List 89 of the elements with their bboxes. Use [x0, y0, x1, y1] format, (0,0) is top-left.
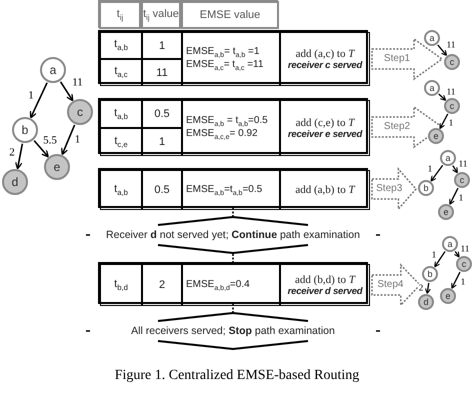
node-circle: e: [44, 154, 70, 180]
node-circle: a: [440, 150, 456, 166]
table-row-group: [98, 98, 368, 154]
table-cell: t$_{b,d}$: [100, 264, 142, 306]
arrow: [61, 124, 76, 156]
node-circle: a: [442, 236, 458, 252]
edge-label: 1: [448, 118, 454, 128]
table-cell: EMSE$_{a,b,d}$=0.4: [182, 264, 280, 306]
arrow: [449, 188, 459, 205]
node-circle: d: [418, 294, 434, 310]
table-cell: add (c,e) to T receiver e served: [280, 100, 370, 156]
node-circle: c: [454, 172, 470, 188]
step-arrow: [371, 167, 417, 211]
edge-label: 1: [458, 194, 464, 202]
table-cell: 11: [142, 59, 182, 86]
header-cell: EMSE value: [181, 1, 279, 29]
node-circle: c: [67, 99, 93, 125]
table-cell: EMSE$_{a,b}$=t$_{a,b}$=0.5: [182, 170, 280, 210]
edge-label: 1: [430, 250, 438, 260]
step-arrow: [371, 106, 444, 148]
arrow: [434, 251, 446, 268]
node-circle: a: [424, 80, 440, 96]
header-cell: t$_{ij}$ value: [141, 1, 181, 29]
edge-label: 1: [27, 90, 35, 102]
edge-label: 11: [446, 40, 456, 50]
edge-label: 1: [426, 164, 434, 174]
step-arrow: [371, 263, 422, 307]
arrow: [430, 164, 444, 182]
caption: Figure 1. Centralized EMSE-based Routing: [114, 368, 360, 384]
node-circle: e: [428, 128, 444, 144]
edge-label: 11: [458, 160, 468, 168]
node-circle: c: [444, 54, 460, 70]
edge-label: 11: [446, 88, 456, 96]
table-cell: add (b,d) to T receiver d served: [280, 264, 370, 306]
connector-line: [232, 304, 234, 312]
edge-label: 5.5: [42, 135, 58, 146]
table-header: [98, 0, 278, 28]
table-cell: 1: [142, 128, 182, 156]
node-circle: d: [2, 169, 28, 195]
table-cell: 0.5: [142, 170, 182, 210]
table-cell: EMSE$_{a,b}$ = t$_{a,b}$=0.5 EMSE$_{a,c,e}$= 0.92: [182, 100, 280, 156]
table-cell: 2: [142, 264, 182, 306]
table-cell: t$_{a,c}$: [100, 59, 142, 86]
table-cell: EMSE$_{a,b}$= t$_{a,b}$ =1 EMSE$_{a,c}$= t$_{a,c}$ =11: [182, 32, 280, 86]
table-row-group: [98, 262, 368, 304]
node-circle: c: [444, 98, 460, 114]
table-row-group: [98, 168, 368, 208]
table-cell: t$_{c,e}$: [100, 128, 142, 156]
table-cell: add (a,b) to T: [280, 170, 370, 210]
node-circle: e: [440, 288, 456, 304]
table-row-group: [98, 30, 368, 84]
table-cell: t$_{a,b}$: [100, 32, 142, 59]
edge-label: 11: [71, 78, 84, 88]
edge-label: Step1: [382, 54, 412, 64]
table-cell: 1: [142, 32, 182, 59]
node-circle: b: [422, 266, 438, 282]
node-circle: e: [438, 204, 454, 220]
edge-label: Step2: [382, 122, 412, 132]
arrow: [60, 81, 74, 102]
edge-label: 1: [74, 134, 82, 145]
node-circle: c: [456, 256, 472, 272]
node-circle: a: [40, 57, 66, 83]
edge-label: Step4: [376, 280, 404, 290]
table-cell: t$_{a,b}$: [100, 170, 142, 210]
arrow: [454, 250, 460, 258]
connector-line: [232, 254, 234, 262]
arrow: [424, 282, 432, 294]
node-circle: a: [424, 30, 440, 46]
arrow: [14, 144, 24, 170]
edge-label: 2: [418, 284, 424, 292]
arrow: [437, 44, 448, 56]
arrow: [438, 94, 446, 101]
table-cell: t$_{a,b}$: [100, 100, 142, 128]
header-cell: t$_{ij}$: [99, 1, 141, 29]
arrow: [30, 82, 48, 119]
arrow: [452, 165, 458, 174]
edge-label: 1: [460, 278, 466, 286]
edge-label: Step3: [375, 184, 404, 194]
edge-label: 2: [8, 148, 16, 158]
arrow: [439, 114, 448, 130]
table-cell: add (a,c) to T receiver c served: [280, 32, 370, 86]
node-circle: b: [12, 117, 38, 143]
arrow: [451, 272, 461, 289]
connector-line: [232, 208, 234, 216]
node-circle: b: [418, 180, 434, 196]
step-arrow: [371, 38, 444, 80]
arrow: [34, 140, 49, 158]
table-cell: 0.5: [142, 100, 182, 128]
edge-label: 11: [460, 244, 470, 254]
